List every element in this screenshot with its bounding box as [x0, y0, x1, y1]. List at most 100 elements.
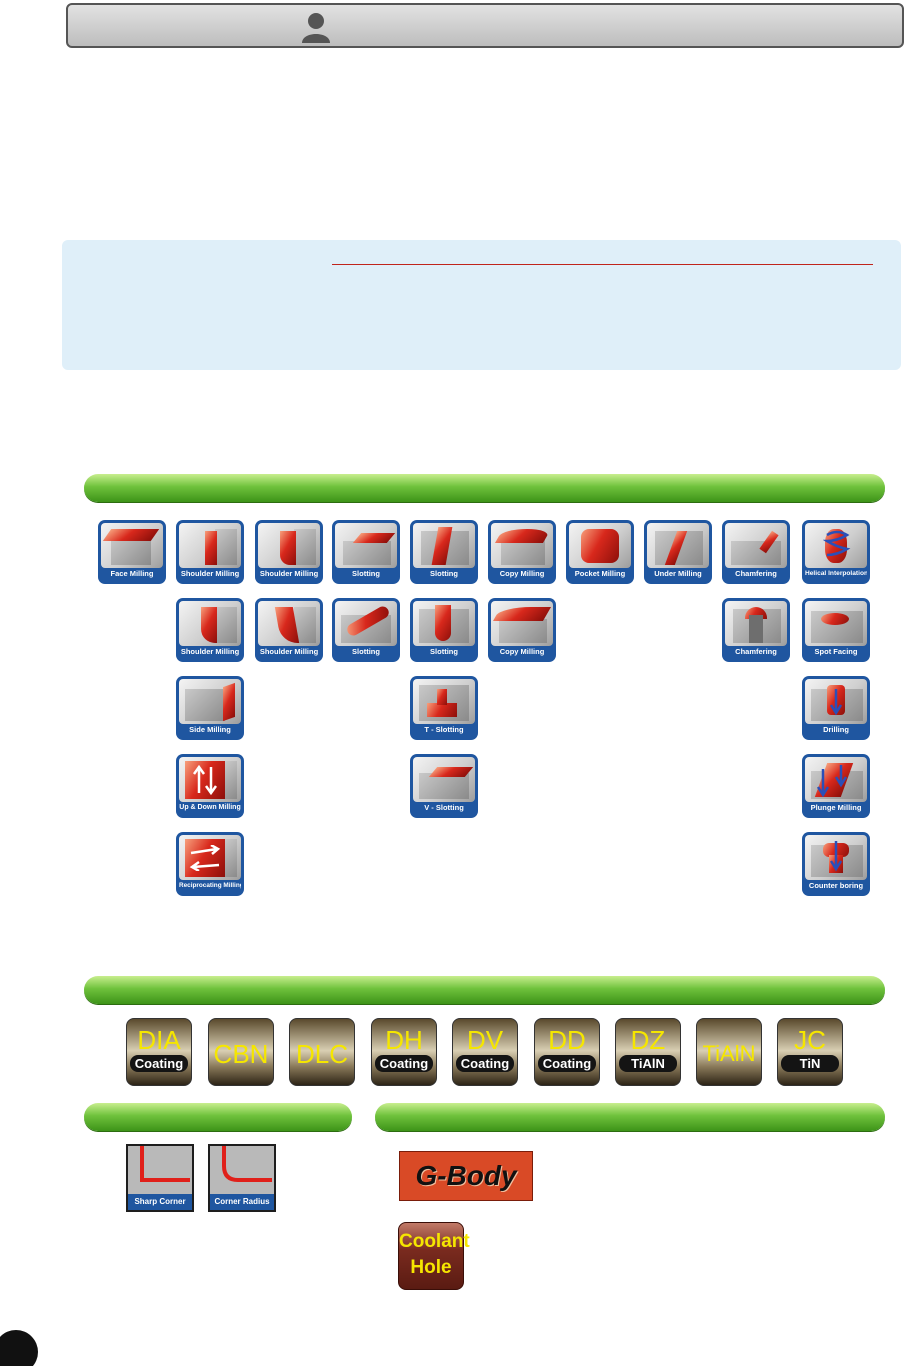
app-tile-slotting: Slotting: [332, 520, 400, 584]
tile-label: Slotting: [430, 569, 458, 578]
app-tile-up-down-milling: Up & Down Milling: [176, 754, 244, 818]
coolant-line-1: Coolant: [399, 1231, 470, 1252]
app-tile-chamfering: Chamfering: [722, 520, 790, 584]
tile-label: Pocket Milling: [574, 569, 626, 578]
tile-label: Helical Interpolation: [805, 570, 867, 577]
coating-title: DH: [385, 1025, 423, 1055]
app-tile-slotting: Slotting: [410, 598, 478, 662]
app-tile-shoulder-milling: Shoulder Milling: [255, 598, 323, 662]
tile-label: Drilling: [823, 725, 849, 734]
spot-facing-icon: [805, 601, 867, 646]
v-slotting-icon: [413, 757, 475, 802]
g-body-text: G-Body: [415, 1160, 517, 1191]
coating-badge-dia: DIA Coating: [126, 1018, 192, 1086]
app-tile-shoulder-milling: Shoulder Milling: [255, 520, 323, 584]
app-tile-shoulder-milling: Shoulder Milling: [176, 598, 244, 662]
tile-label: Side Milling: [189, 725, 231, 734]
tile-label: Slotting: [352, 569, 380, 578]
coating-badge-tialn: TiAlN: [696, 1018, 762, 1086]
coating-badge-dh: DH Coating: [371, 1018, 437, 1086]
coating-sub: TiAlN: [619, 1055, 677, 1072]
app-tile-slotting: Slotting: [332, 598, 400, 662]
tile-label: V - Slotting: [424, 803, 464, 812]
coating-sub: Coating: [374, 1055, 434, 1072]
tile-label: Shoulder Milling: [180, 647, 240, 656]
tile-label: Chamfering: [735, 647, 777, 656]
coating-title: JC: [794, 1025, 826, 1055]
copy-milling-icon: [491, 523, 553, 568]
copy-milling-icon: [491, 601, 553, 646]
coolant-line-2: Hole: [410, 1257, 452, 1278]
coating-badge-dlc: DLC: [289, 1018, 355, 1086]
app-tile-face-milling: Face Milling: [98, 520, 166, 584]
coating-title: TiAlN: [702, 1041, 756, 1066]
counter-boring-icon: [805, 835, 867, 880]
side-milling-icon: [179, 679, 241, 724]
slotting-icon: [413, 601, 475, 646]
coating-title: DD: [548, 1025, 586, 1055]
applications-section-bar: [84, 474, 885, 502]
app-tile-shoulder-milling: Shoulder Milling: [176, 520, 244, 584]
app-tile-counter-boring: Counter boring: [802, 832, 870, 896]
tile-label: Reciprocating Milling: [179, 882, 241, 889]
shoulder-milling-icon: [258, 523, 320, 568]
app-tile-reciprocating-milling: Reciprocating Milling: [176, 832, 244, 896]
app-tile-drilling: Drilling: [802, 676, 870, 740]
shoulder-milling-icon: [179, 523, 241, 568]
tile-label: T - Slotting: [424, 725, 464, 734]
app-tile-helical-interpolation: Helical Interpolation: [802, 520, 870, 584]
app-tile-spot-facing: Spot Facing: [802, 598, 870, 662]
app-tile-v-slotting: V - Slotting: [410, 754, 478, 818]
shoulder-milling-icon: [179, 601, 241, 646]
t-slotting-icon: [413, 679, 475, 724]
app-tile-pocket-milling: Pocket Milling: [566, 520, 634, 584]
tile-label: Slotting: [352, 647, 380, 656]
tile-label: Copy Milling: [499, 569, 545, 578]
coating-sub: Coating: [129, 1055, 189, 1072]
app-tile-copy-milling: Copy Milling: [488, 598, 556, 662]
coating-sub: Coating: [455, 1055, 515, 1072]
coatings-section-bar: [84, 976, 885, 1004]
page-marker: [0, 1330, 38, 1366]
coating-badge-dv: DV Coating: [452, 1018, 518, 1086]
app-tile-plunge-milling: Plunge Milling: [802, 754, 870, 818]
tile-label: Spot Facing: [814, 647, 858, 656]
coating-badge-cbn: CBN: [208, 1018, 274, 1086]
helical-interpolation-icon: [805, 523, 867, 568]
tile-label: Up & Down Milling: [179, 804, 241, 811]
chamfering-icon: [725, 523, 787, 568]
coating-title: CBN: [213, 1039, 269, 1069]
coating-sub: Coating: [537, 1055, 597, 1072]
under-milling-icon: [647, 523, 709, 568]
g-body-logo: G-Body: [399, 1151, 533, 1201]
shoulder-milling-icon: [258, 601, 320, 646]
slotting-icon: [413, 523, 475, 568]
sharp-corner-icon: Sharp Corner: [126, 1144, 194, 1212]
coolant-hole-badge: Coolant Hole: [398, 1222, 470, 1290]
app-tile-copy-milling: Copy Milling: [488, 520, 556, 584]
face-milling-icon: [101, 523, 163, 568]
tile-label: Shoulder Milling: [259, 569, 319, 578]
corner-label: Sharp Corner: [128, 1194, 192, 1210]
tile-label: Shoulder Milling: [259, 647, 319, 656]
info-divider: [332, 264, 873, 265]
chamfering-icon: [725, 601, 787, 646]
coating-sub: TiN: [781, 1055, 839, 1072]
coating-badge-dz: DZ TiAlN: [615, 1018, 681, 1086]
drilling-icon: [805, 679, 867, 724]
app-tile-slotting: Slotting: [410, 520, 478, 584]
coating-badge-jc: JC TiN: [777, 1018, 843, 1086]
coating-badge-dd: DD Coating: [534, 1018, 600, 1086]
header-bar: [66, 3, 904, 48]
slotting-icon: [335, 601, 397, 646]
tile-label: Copy Milling: [499, 647, 545, 656]
corner-radius-icon: Corner Radius: [208, 1144, 276, 1212]
tile-label: Shoulder Milling: [180, 569, 240, 578]
slotting-icon: [335, 523, 397, 568]
tile-label: Under Milling: [654, 569, 702, 578]
app-tile-under-milling: Under Milling: [644, 520, 712, 584]
tile-label: Chamfering: [735, 569, 777, 578]
app-tile-chamfering: Chamfering: [722, 598, 790, 662]
coating-title: DV: [466, 1025, 504, 1055]
tile-label: Plunge Milling: [810, 803, 862, 812]
